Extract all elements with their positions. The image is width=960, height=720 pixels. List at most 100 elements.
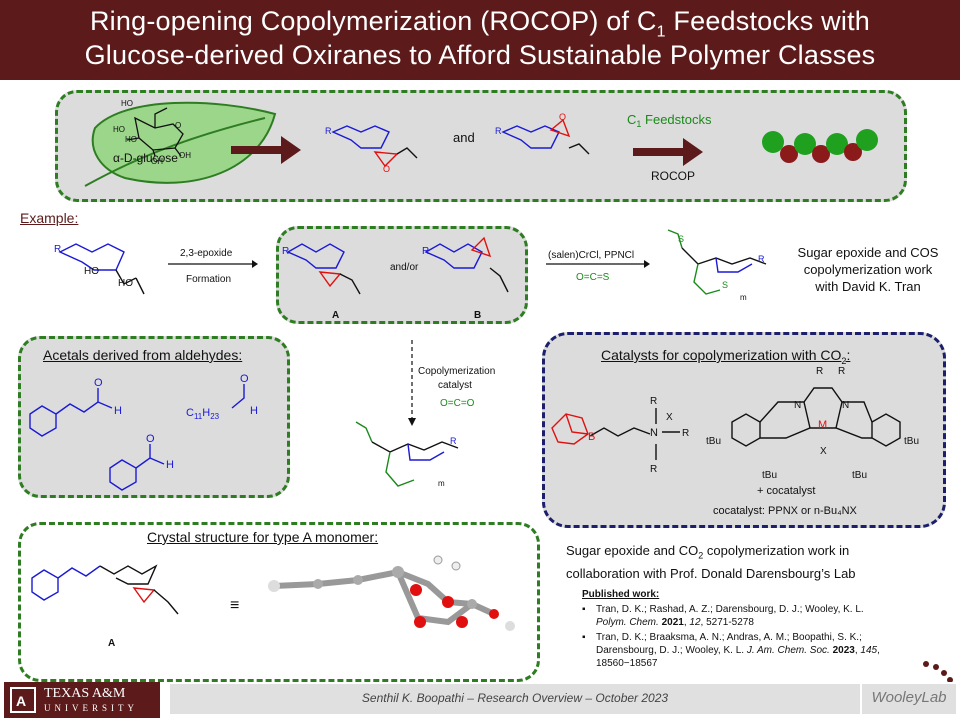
svg-text:catalyst: catalyst bbox=[438, 380, 472, 391]
svg-text:tBu: tBu bbox=[762, 470, 777, 481]
co2-polymer-scheme: Copolymerization catalyst O=C=O R m bbox=[355, 340, 495, 488]
starting-sugar: R HO HO bbox=[54, 243, 145, 295]
cos-note: Sugar epoxide and COS copolymerization w… bbox=[797, 245, 939, 294]
svg-text:R: R bbox=[650, 464, 657, 475]
svg-text:m: m bbox=[438, 479, 445, 488]
svg-text:tBu: tBu bbox=[852, 470, 867, 481]
svg-text:N: N bbox=[650, 427, 658, 439]
svg-text:A: A bbox=[16, 693, 26, 709]
and-label: and bbox=[453, 130, 475, 145]
svg-text:N: N bbox=[842, 400, 849, 411]
svg-text:O: O bbox=[146, 433, 155, 445]
equivalence-sign: ≡ bbox=[230, 597, 239, 614]
tamu-logo: A TEXAS A&M UNIVERSITY bbox=[4, 682, 160, 718]
ho-label-2: HO bbox=[113, 125, 125, 134]
polymer-chain-icon bbox=[762, 129, 878, 163]
svg-text:S: S bbox=[678, 234, 684, 244]
svg-text:X: X bbox=[666, 412, 673, 423]
label-b: B bbox=[474, 310, 481, 321]
tamu-icon: A bbox=[10, 687, 36, 713]
acetals-panel: Acetals derived from aldehydes: O H C11H… bbox=[18, 336, 290, 498]
cos-polymer-structure: S S R m bbox=[667, 229, 767, 302]
ring-o-label: O bbox=[175, 121, 181, 130]
wooleylab-logo: WooleyLab bbox=[862, 684, 956, 714]
title-line-2: Glucose-derived Oxiranes to Afford Susta… bbox=[84, 40, 876, 70]
acetals-heading: Acetals derived from aldehydes: bbox=[43, 347, 243, 363]
crystal-heading: Crystal structure for type A monomer: bbox=[147, 529, 379, 545]
epoxide-a-structure bbox=[331, 125, 418, 168]
leaf-icon bbox=[84, 101, 277, 187]
epoxide-o-2: O bbox=[559, 112, 566, 122]
svg-text:m: m bbox=[740, 293, 747, 302]
ho-label-4: HO bbox=[84, 266, 99, 277]
svg-text:2,3-epoxide: 2,3-epoxide bbox=[180, 248, 233, 259]
cinnamaldehyde-structure bbox=[29, 388, 113, 437]
co2-note: Sugar epoxide and CO2 copolymerization w… bbox=[566, 543, 856, 581]
label-a: A bbox=[332, 310, 339, 321]
c1-feedstocks-label: C1 Feedstocks bbox=[627, 112, 712, 129]
r-label-2: R bbox=[495, 126, 502, 136]
salen-structure bbox=[731, 387, 901, 447]
svg-text:X: X bbox=[820, 446, 827, 457]
metal-label: M bbox=[818, 419, 827, 431]
cocatalyst-label: + cocatalyst bbox=[757, 485, 816, 497]
catalysts-heading: Catalysts for copolymerization with CO2: bbox=[601, 347, 851, 366]
monomer-a-structure bbox=[31, 564, 179, 615]
svg-text:R: R bbox=[422, 246, 429, 257]
glucose-label: α-D-glucose bbox=[113, 151, 178, 165]
catalysts-panel: Catalysts for copolymerization with CO2:… bbox=[542, 332, 946, 528]
svg-text:A: A bbox=[108, 638, 115, 649]
benzaldehyde-structure bbox=[109, 444, 165, 491]
crystal-model-icon bbox=[268, 555, 515, 631]
svg-text:B: B bbox=[588, 431, 595, 443]
crystal-panel: Crystal structure for type A monomer: A … bbox=[18, 522, 540, 682]
svg-text:H: H bbox=[166, 459, 174, 471]
svg-text:O: O bbox=[94, 377, 103, 389]
c11h23-label: C11H23 bbox=[186, 407, 220, 421]
ref-2: ▪ Tran, D. K.; Braaksma, A. N.; Andras, … bbox=[582, 632, 880, 669]
svg-text:R: R bbox=[450, 436, 457, 446]
svg-text:N: N bbox=[794, 400, 801, 411]
svg-text:Formation: Formation bbox=[186, 274, 231, 285]
arrow-2 bbox=[633, 138, 703, 166]
ho-label-5: HO bbox=[118, 278, 133, 289]
ho-label-3: HO bbox=[125, 135, 137, 144]
glucose-structure bbox=[126, 107, 184, 157]
overview-scheme: HO HO HO OH OH O α-D-glucose R O and R O… bbox=[84, 99, 878, 187]
andor-label: and/or bbox=[390, 262, 419, 273]
r-label-3: R bbox=[54, 244, 61, 255]
lab-dots-icon bbox=[923, 661, 953, 683]
title-bar: Ring-opening Copolymerization (ROCOP) of… bbox=[0, 0, 960, 80]
svg-text:R: R bbox=[816, 366, 823, 377]
epoxide-b-structure bbox=[501, 118, 590, 155]
svg-text:H: H bbox=[250, 405, 258, 417]
step1-arrow: 2,3-epoxide Formation bbox=[168, 248, 258, 285]
svg-text:O=C=O: O=C=O bbox=[440, 398, 475, 409]
monomer-panel: R R and/or A B bbox=[276, 226, 528, 324]
rocop-label: ROCOP bbox=[651, 169, 695, 183]
epoxide-o-1: O bbox=[383, 164, 390, 174]
svg-text:R: R bbox=[282, 246, 289, 257]
svg-text:R: R bbox=[758, 254, 765, 264]
oh-label-1: OH bbox=[151, 157, 163, 166]
oh-label-2: OH bbox=[179, 151, 191, 160]
published-work: Published work: ▪ Tran, D. K.; Rashad, A… bbox=[582, 588, 942, 670]
svg-text:R: R bbox=[838, 366, 845, 377]
overview-panel: HO HO HO OH OH O α-D-glucose R O and R O… bbox=[55, 90, 907, 202]
cos-arrow: (salen)CrCl, PPNCl O=C=S bbox=[546, 250, 650, 283]
svg-text:H: H bbox=[114, 405, 122, 417]
svg-text:(salen)CrCl, PPNCl: (salen)CrCl, PPNCl bbox=[548, 250, 634, 261]
cocatalyst-line: cocatalyst: PPNX or n-Bu₄NX bbox=[713, 505, 857, 517]
arrow-1 bbox=[231, 136, 301, 164]
ho-label-1: HO bbox=[121, 99, 133, 108]
published-heading: Published work: bbox=[582, 589, 660, 600]
title-line-1: Ring-opening Copolymerization (ROCOP) of… bbox=[89, 6, 870, 41]
r-label-1: R bbox=[325, 126, 332, 136]
svg-text:R: R bbox=[682, 428, 689, 439]
svg-text:S: S bbox=[722, 280, 728, 290]
svg-text:tBu: tBu bbox=[706, 436, 721, 447]
svg-text:R: R bbox=[650, 396, 657, 407]
svg-text:tBu: tBu bbox=[904, 436, 919, 447]
footer-center: Senthil K. Boopathi – Research Overview … bbox=[170, 684, 860, 714]
svg-text:O=C=S: O=C=S bbox=[576, 272, 610, 283]
